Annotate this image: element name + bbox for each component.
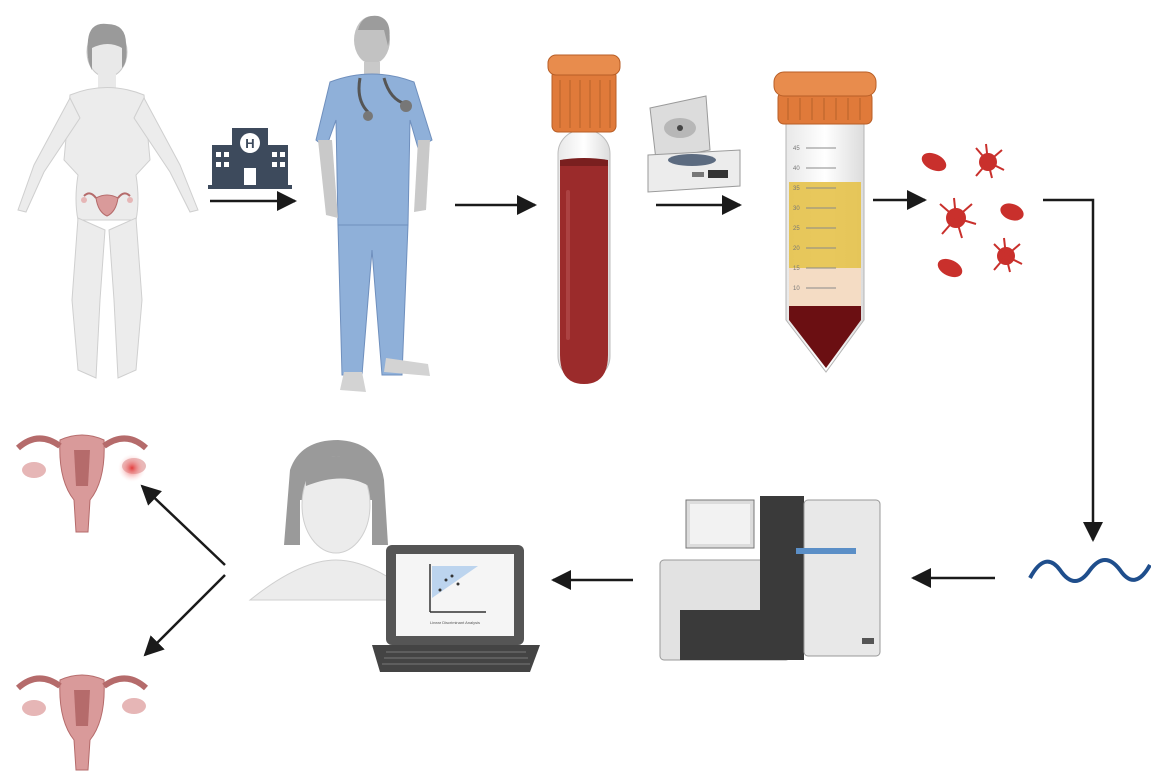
arrow-analyst-to-lesion-outcome — [140, 484, 226, 566]
tube-mark-10: 10 — [793, 286, 800, 292]
tube-mark-35: 35 — [793, 186, 800, 192]
tube-mark-20: 20 — [793, 246, 800, 252]
uterus-with-lesion-icon — [15, 434, 149, 533]
tube-mark-30: 30 — [793, 206, 800, 212]
patient-uterus-icon — [81, 192, 133, 217]
sequencing-machine-icon — [659, 496, 881, 661]
healthy-uterus-icon — [15, 674, 149, 771]
researcher-with-laptop-icon: Linear Discriminant Analysis — [248, 440, 540, 672]
flow-arrows — [140, 190, 1103, 657]
female-patient-with-uterus-icon — [17, 23, 199, 379]
laptop-icon: Linear Discriminant Analysis — [372, 545, 540, 672]
red-cells-and-platelets-icon — [921, 143, 1024, 278]
hospital-icon: H — [208, 128, 292, 189]
rna-strand-icon — [1028, 558, 1151, 583]
tube-mark-40: 40 — [793, 166, 800, 172]
arrow-cells-to-rna — [1043, 198, 1103, 542]
arrow-analyst-to-healthy-outcome — [143, 574, 226, 657]
centrifuge-icon — [647, 95, 741, 193]
nurse-icon — [315, 15, 433, 392]
tube-mark-25: 25 — [793, 226, 800, 232]
laptop-screen-caption: Linear Discriminant Analysis — [430, 620, 480, 625]
blood-collection-tube-icon — [547, 54, 621, 384]
svg-text:H: H — [245, 136, 254, 151]
tube-mark-15: 15 — [793, 266, 800, 272]
lda-plot-icon — [429, 564, 486, 613]
tube-scale-labels: 45 40 35 30 25 20 15 10 — [793, 146, 800, 292]
centrifuge-tube-separated-plasma-icon: 45 40 35 30 25 20 15 10 — [773, 71, 877, 373]
tube-mark-45: 45 — [793, 146, 800, 152]
